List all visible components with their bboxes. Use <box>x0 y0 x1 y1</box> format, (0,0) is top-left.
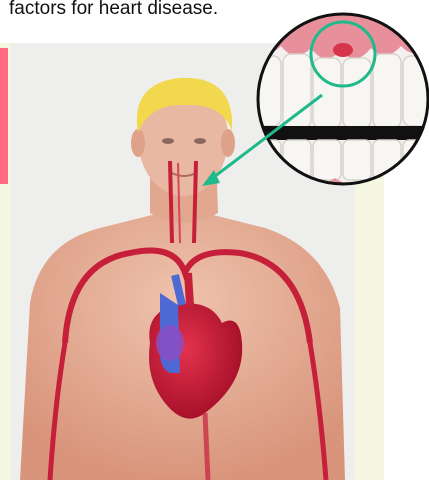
accent-tab <box>0 48 8 184</box>
teeth-and-gums-illustration <box>255 6 429 192</box>
caption-text: factors for heart disease. <box>9 0 218 20</box>
magnified-teeth-inset <box>255 6 429 192</box>
